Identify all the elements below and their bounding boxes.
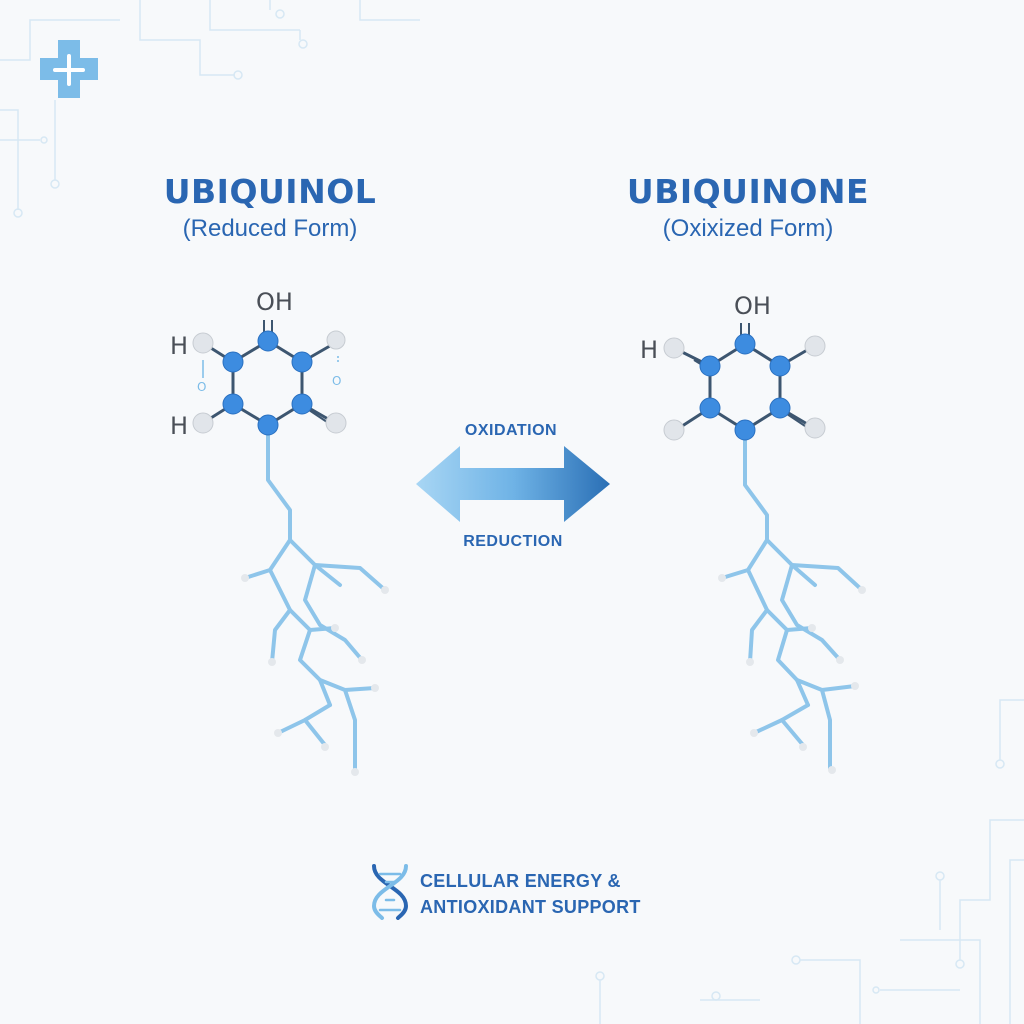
ubiquinol-o-right-label: O	[332, 374, 342, 388]
ubiquinol-oh-label: OH	[256, 288, 293, 316]
ubiquinone-title: UBIQUINONE	[626, 172, 870, 211]
reversible-reaction-arrow	[416, 446, 610, 522]
ubiquinone-oh-label: OH	[734, 292, 771, 320]
ubiquinol-title: UBIQUINOL	[163, 172, 377, 211]
ubiquinone-subtitle: (Oxixized Form)	[662, 215, 834, 242]
footer-line-1: CELLULAR ENERGY &	[420, 871, 621, 891]
ubiquinol-o-left-label: O	[197, 380, 207, 394]
ubiquinol-h-bottom-label: H	[170, 412, 189, 440]
footer-caption: CELLULAR ENERGY & ANTIOXIDANT SUPPORT	[420, 868, 641, 920]
ubiquinone-h-label: H	[640, 336, 659, 364]
dna-icon	[371, 864, 409, 920]
reduction-label: REDUCTION	[463, 533, 563, 550]
medical-cross-icon	[40, 40, 98, 98]
ubiquinol-h-top-label: H	[170, 332, 189, 360]
oxidation-label: OXIDATION	[464, 422, 558, 439]
footer-line-2: ANTIOXIDANT SUPPORT	[420, 897, 641, 917]
ubiquinol-subtitle: (Reduced Form)	[182, 215, 358, 242]
